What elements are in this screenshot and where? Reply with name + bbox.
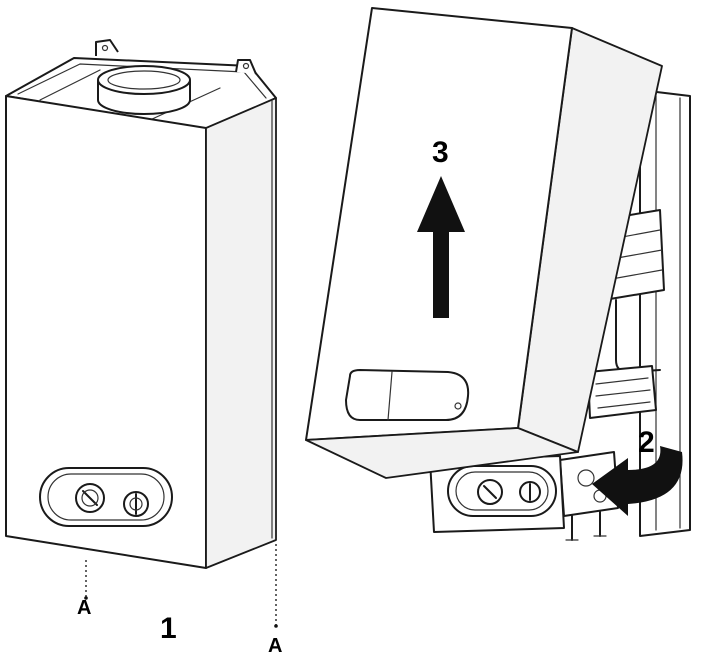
burner-assembly: [587, 365, 657, 419]
up-arrow-icon: [417, 176, 465, 318]
control-bracket: [429, 455, 565, 533]
tilted-casing-window: [345, 369, 470, 421]
curved-arrow-icon: [592, 446, 683, 516]
casing-side-panel: [205, 97, 277, 569]
control-window: [39, 467, 173, 527]
closed-heater: [5, 39, 278, 628]
step-3-label: 3: [432, 136, 449, 169]
step-1-label: 1: [160, 612, 177, 645]
screw-label-left: A: [77, 597, 92, 619]
control-knob-left: [75, 483, 105, 513]
tilted-casing-bottom-lip: [305, 427, 579, 479]
control-knob-right: [123, 491, 149, 517]
flue-collar: [97, 65, 191, 115]
heater-internals: [429, 89, 691, 541]
step-2-label: 2: [638, 426, 655, 459]
screw-label-right: A: [268, 635, 283, 657]
